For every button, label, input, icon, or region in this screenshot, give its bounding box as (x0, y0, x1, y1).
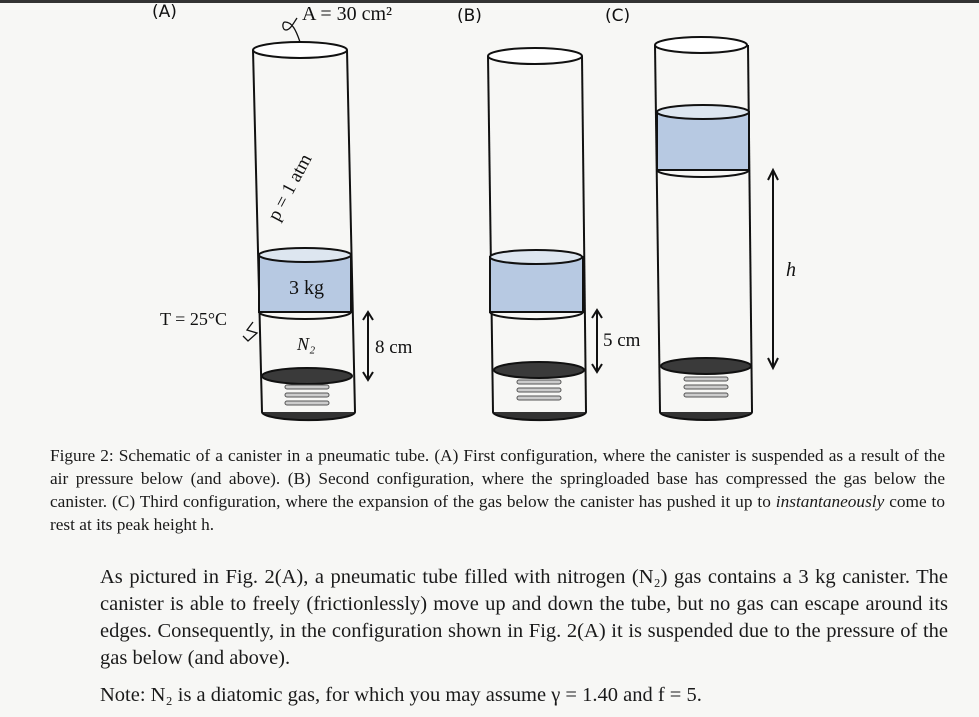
panel-label-a: (A) (152, 2, 177, 22)
height-c-label: h (786, 259, 796, 281)
figure-diagram: (A) (B) (C) A = 30 cm² p = 1 atm 3 kg T … (152, 2, 796, 422)
piston-b (493, 361, 585, 379)
spring-b (516, 379, 562, 401)
area-label: A = 30 cm² (302, 3, 392, 25)
temperature-label: T = 25°C (160, 309, 227, 329)
pressure-label: p = 1 atm (264, 150, 317, 224)
spring-a (284, 384, 330, 406)
tube-a (242, 17, 374, 422)
mass-label: 3 kg (289, 277, 324, 299)
tube-b (487, 47, 603, 422)
canister-c (656, 111, 750, 171)
panel-label-c: (C) (605, 6, 630, 26)
piston-a (261, 367, 353, 385)
panel-label-b: (B) (457, 6, 482, 26)
caption-emphasis: instantaneously (775, 492, 885, 511)
problem-note: Note: N₂ is a diatomic gas, for which yo… (100, 684, 702, 706)
canister-b (489, 256, 584, 313)
caption-text: Figure 2: Schematic of a canister in a p… (50, 446, 945, 511)
caption-suffix: come to rest at its peak height h. (50, 492, 945, 534)
spring-c (683, 376, 729, 398)
piston-c (660, 357, 752, 375)
problem-paragraph: As pictured in Fig. 2(A), a pneumatic tu… (100, 566, 948, 669)
figure-caption: Figure 2: Schematic of a canister in a p… (50, 444, 945, 536)
height-a-label: 8 cm (375, 337, 413, 358)
tube-c (654, 36, 779, 421)
height-b-label: 5 cm (603, 330, 641, 351)
top-border (0, 0, 979, 3)
canister-a (258, 254, 352, 313)
gas-label: N₂ (296, 334, 315, 354)
